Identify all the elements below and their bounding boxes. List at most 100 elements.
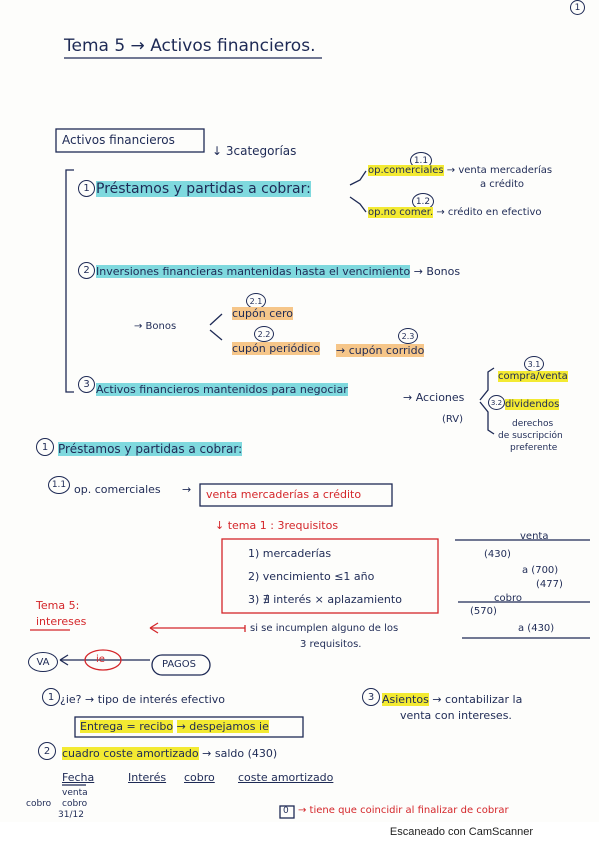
cat3-arrow: → Acciones [403,391,465,404]
pagos-box [151,654,211,676]
q1-text: ¿ie? → tipo de interés efectivo [60,693,225,706]
cat2-1-label: cupón cero [232,307,294,320]
cat1-label: Préstamos y partidas a cobrar: [96,181,311,197]
ledger-code2: (570) [470,606,497,617]
overview-arrow-note-text: 3categorías [225,144,297,158]
q3-number: 3 [362,688,380,706]
section1-heading-text: Préstamos y partidas a cobrar: [58,442,243,456]
cat3-2-label-text: dividendos [505,399,560,410]
scanned-notes-page: 1 Tema 5 → Activos financieros. Activos … [26,0,590,820]
ledger-a1: a (700) [522,565,559,576]
cat1-1-desc-b: a crédito [480,179,525,190]
cat3-1-label: compra/venta [498,371,568,382]
table-header-fecha: Fecha [62,771,95,784]
formula-text: Entrega = recibo [80,720,174,733]
cat2-arrow: → Bonos [413,265,461,278]
footer-note: → tiene que coincidir al finalizar de co… [298,805,509,816]
cat2-label: Inversiones financieras mantenidas hasta… [96,265,461,278]
cat3-sub: (RV) [442,414,464,425]
formula-box [74,716,304,738]
bonos-left: → Bonos [134,321,177,332]
cat2-label-text: Inversiones financieras mantenidas hasta… [96,265,411,278]
requisitos-box [221,538,439,614]
requisito-2: 2) vencimiento ≤1 año [248,570,375,583]
q2-number: 2 [38,742,56,760]
formula-tail: → despejamos ie [176,720,269,733]
cat1-number: 1 [78,180,95,197]
cat1-2-desc: → crédito en efectivo [436,207,542,218]
q1-number: 1 [42,688,60,706]
table-header-interes: Interés [128,771,167,784]
ie-label: ie [96,654,105,665]
handwriting-strokes [30,57,590,819]
q2-label-text: cuadro coste amortizado [62,747,199,760]
cat3-3-line1: derechos [512,419,554,429]
section1-sub-label: op. comerciales [74,483,161,496]
q3-text-b: venta con intereses. [400,709,512,722]
ledger-venta: venta [520,531,549,542]
ledger-code1: (430) [484,549,511,560]
page-number: 1 [570,0,585,15]
requisito-1: 1) mercaderías [248,547,332,560]
side-label-cobro: cobro [26,799,52,809]
ledger-a2: (477) [536,579,563,590]
cat1-2-label: op.no comer. → crédito en efectivo [368,207,542,218]
ledger-cobro: cobro [494,593,522,604]
pagos-label: PAGOS [162,659,197,670]
cat2-3-number: 2.3 [398,328,418,344]
cat3-2-number: 3.2 [488,395,505,410]
cat1-1-label: op.comerciales → venta mercaderías [368,165,553,176]
overview-box [55,128,205,153]
cat1-label-text: Préstamos y partidas a cobrar: [96,181,311,197]
margin-note-1: Tema 5: [36,599,80,612]
footer-note-box: 0 [283,806,289,816]
categories-bracket [65,169,74,393]
requisito-3: 3) ∄ interés × aplazamiento [248,593,402,606]
section1-sub-arrow: → [182,483,192,496]
cat2-2-label-text: cupón periódico [232,342,321,355]
tema-note: ↓ tema 1 : 3requisitos [215,519,339,532]
table-header-cobro: cobro [184,771,215,784]
fecha-row-cobro: cobro [62,799,88,809]
q3-label-text: Asientos [382,693,429,706]
cat2-3-label: → cupón corrido [336,344,425,357]
page-title: Tema 5 → Activos financieros. [64,36,316,56]
venta-box [199,483,393,507]
cumple-note-2: 3 requisitos. [300,639,362,650]
ledger-a3: a (430) [518,623,555,634]
q3-label: Asientos → contabilizar la [382,693,523,706]
cat3-label-text: Activos financieros mantenidos para nego… [96,383,348,396]
section1-sub-number: 1.1 [48,476,70,494]
cat3-2-label: dividendos [505,399,560,410]
section1-number: 1 [36,438,54,456]
cat3-number: 3 [78,376,95,393]
cumple-note-1: si se incumplen alguno de los [250,623,399,634]
cat1-2-label-text: op.no comer. [368,207,434,218]
cat3-label: Activos financieros mantenidos para nego… [96,383,348,396]
cat2-number: 2 [78,262,95,279]
formula: Entrega = recibo → despejamos ie [80,720,269,733]
q2-label: cuadro coste amortizado → saldo (430) [62,747,278,760]
cat3-3-line2: de suscripción [498,431,563,441]
q3-text-a: → contabilizar la [432,693,523,706]
margin-note-2: intereses [36,615,87,628]
cat1-1-label-text: op.comerciales [368,165,444,176]
section1-sub-box: venta mercaderías a crédito [206,488,362,501]
cat2-1-label-text: cupón cero [232,307,294,320]
table-header-coste: coste amortizado [238,771,334,784]
fecha-row-3112: 31/12 [58,810,84,820]
cat3-1-label-text: compra/venta [498,371,568,382]
cat2-2-label: cupón periódico [232,342,321,355]
q2-text: → saldo (430) [202,747,278,760]
scanner-watermark: Escaneado con CamScanner [389,826,533,838]
cat1-1-desc: → venta mercaderías [446,165,553,176]
cat3-3-line3: preferente [510,443,558,453]
cat2-2-number: 2.2 [254,326,274,342]
cat3-1-number: 3.1 [524,356,544,372]
section1-heading: Préstamos y partidas a cobrar: [58,442,243,456]
scanner-footer: Escaneado con CamScanner [0,822,599,848]
cat2-3-label-text: → cupón corrido [336,344,425,357]
fecha-row-venta: venta [62,788,88,798]
overview-arrow-note: ↓ 3categorías [212,144,297,158]
overview-box-label: Activos financieros [62,133,175,147]
